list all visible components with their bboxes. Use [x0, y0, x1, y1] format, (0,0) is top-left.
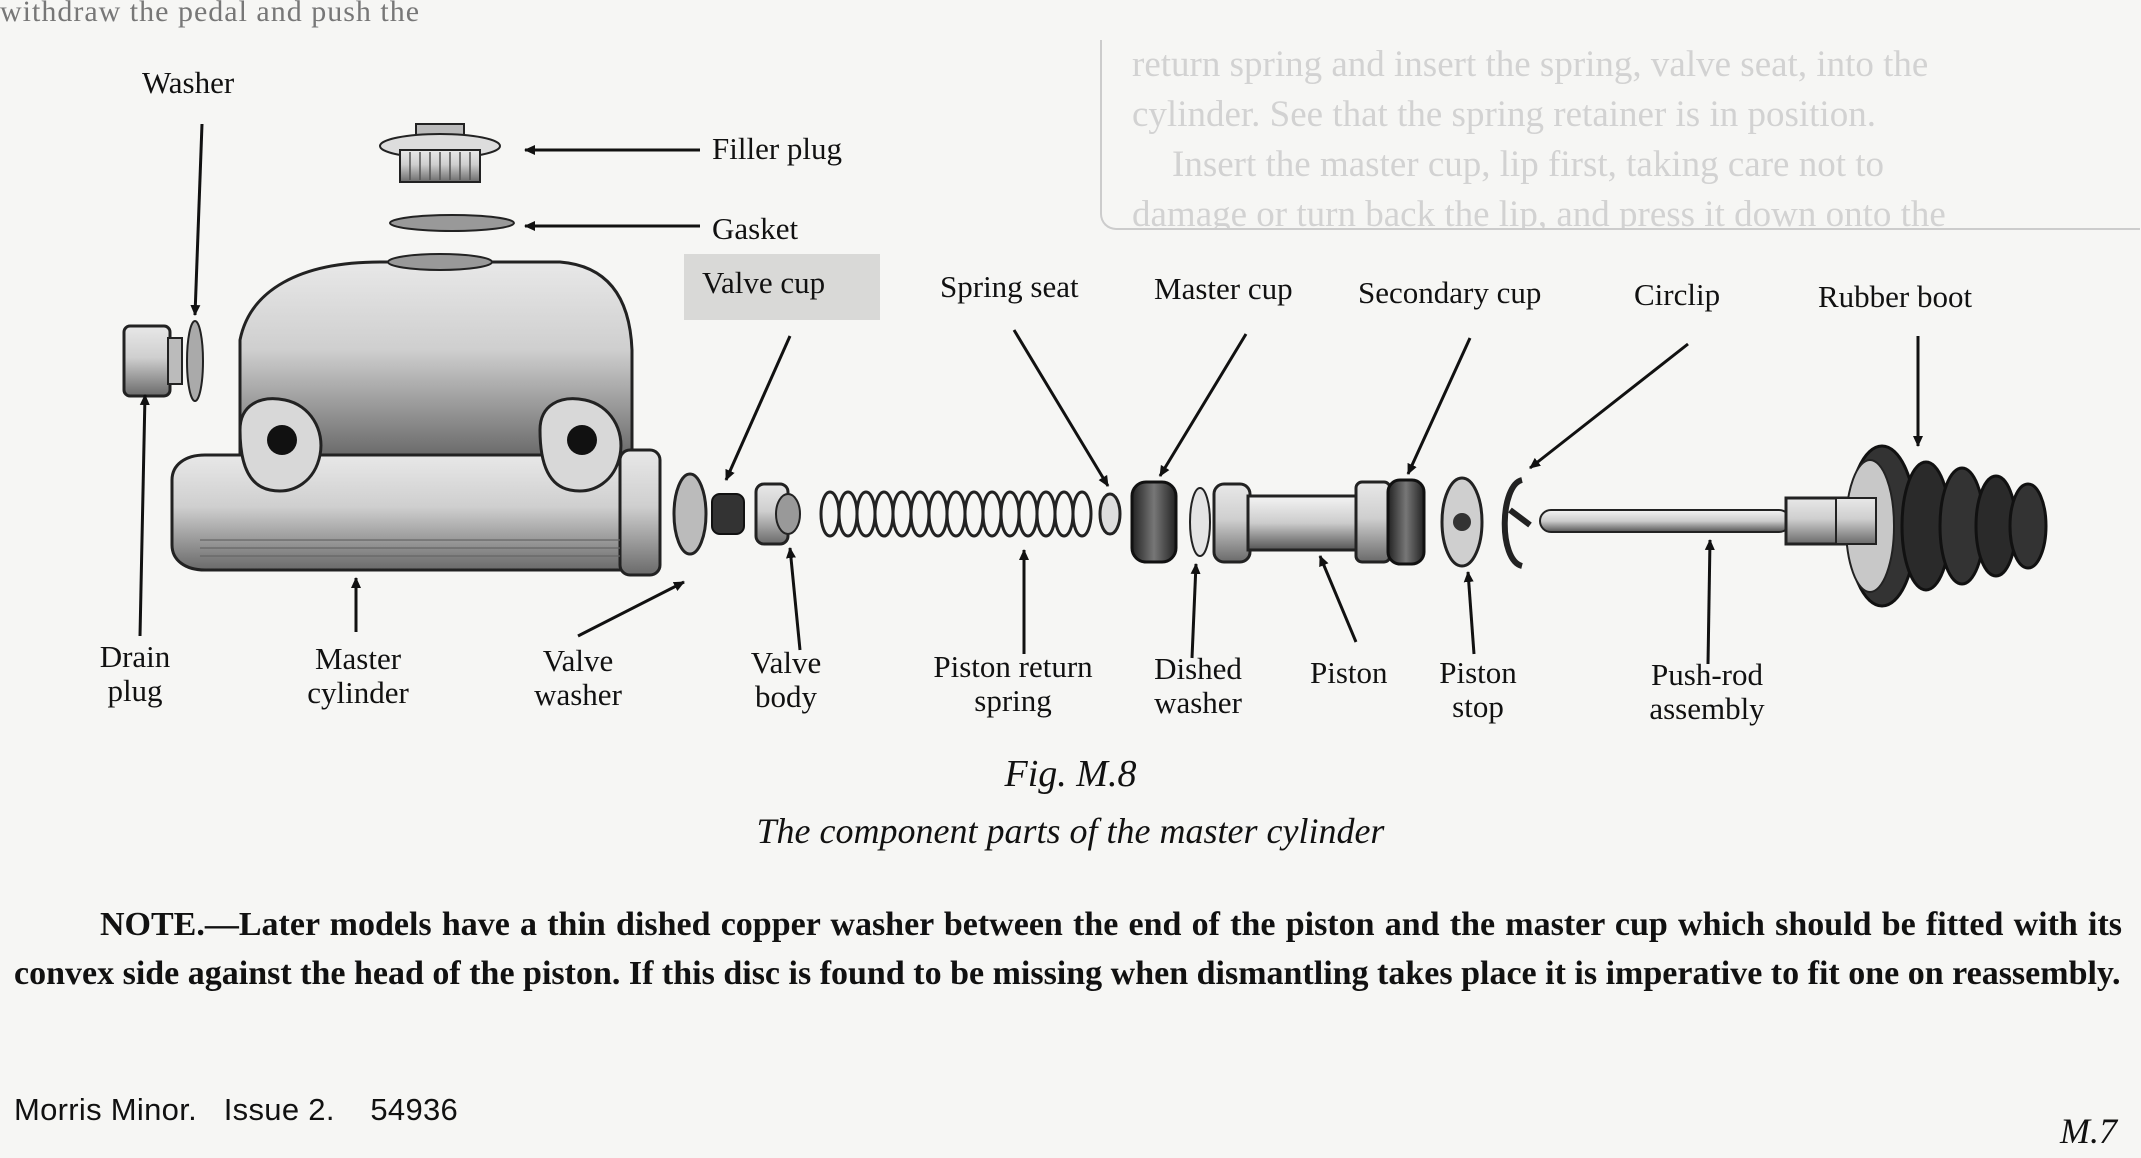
figure-number: Fig. M.8: [1004, 753, 1137, 795]
figure-caption: The component parts of the master cylind…: [756, 811, 1385, 851]
label-piston-stop: Piston stop: [1439, 655, 1517, 724]
master-cylinder-exploded-diagram: [122, 123, 2048, 665]
secondary-cup-part: [1386, 478, 1426, 566]
label-spring-seat: Spring seat: [940, 269, 1079, 304]
bleed-through-line: Insert the master cup, lip first, taking…: [1172, 144, 1885, 185]
footer-publication-info: Morris Minor. Issue 2. 54936: [14, 1092, 459, 1127]
leader-arrows: [138, 123, 1923, 665]
spring-seat-part: [1098, 492, 1122, 536]
bleed-through-line: damage or turn back the lip, and press i…: [1132, 194, 1946, 230]
valve-washer-part: [672, 472, 708, 556]
label-master-cup: Master cup: [1154, 271, 1293, 306]
valve-body-part: [754, 482, 801, 546]
piston-return-spring-part: [819, 490, 1093, 538]
label-secondary-cup: Secondary cup: [1358, 275, 1542, 310]
gasket-part: [389, 214, 515, 232]
bleed-through-top-text: withdraw the pedal and push the: [0, 0, 421, 28]
bleed-through-panel: return spring and insert the spring, val…: [1100, 40, 2140, 230]
label-piston-return-spring: Piston return spring: [933, 649, 1093, 718]
label-gasket: Gasket: [712, 211, 799, 246]
label-valve-body: Valve body: [750, 645, 822, 714]
filler-plug-part: [379, 123, 501, 183]
piston-stop-part: [1440, 476, 1484, 568]
valve-cup-highlight: [684, 254, 880, 320]
circlip-part: [1501, 477, 1532, 569]
label-master-cylinder: Master cylinder: [307, 641, 409, 710]
label-push-rod-assembly: Push-rod assembly: [1649, 657, 1765, 726]
rubber-boot-part: [1835, 444, 2048, 608]
master-cup-part: [1130, 480, 1178, 564]
master-cylinder-body: [170, 253, 662, 577]
label-dished-washer: Dished washer: [1154, 651, 1242, 720]
bleed-through-line: return spring and insert the spring, val…: [1132, 44, 1929, 85]
piston-part: [1212, 480, 1392, 564]
label-piston: Piston: [1310, 655, 1388, 690]
label-drain-plug: Drain plug: [99, 639, 171, 708]
push-rod-part: [1539, 496, 1864, 546]
note-paragraph: NOTE.—Later models have a thin dished co…: [14, 906, 2122, 992]
label-valve-washer: Valve washer: [534, 643, 622, 712]
mounting-boss: [238, 397, 623, 493]
valve-cup-part: [711, 493, 745, 535]
drain-plug-part: [122, 320, 204, 402]
label-filler-plug: Filler plug: [712, 131, 843, 166]
bleed-through-line: cylinder. See that the spring retainer i…: [1132, 94, 1876, 135]
label-washer: Washer: [142, 65, 235, 100]
label-circlip: Circlip: [1634, 277, 1721, 312]
dished-washer-part: [1189, 487, 1211, 557]
label-rubber-boot: Rubber boot: [1818, 279, 1973, 314]
page-number: M.7: [2060, 1111, 2117, 1151]
label-valve-cup: Valve cup: [702, 265, 826, 300]
